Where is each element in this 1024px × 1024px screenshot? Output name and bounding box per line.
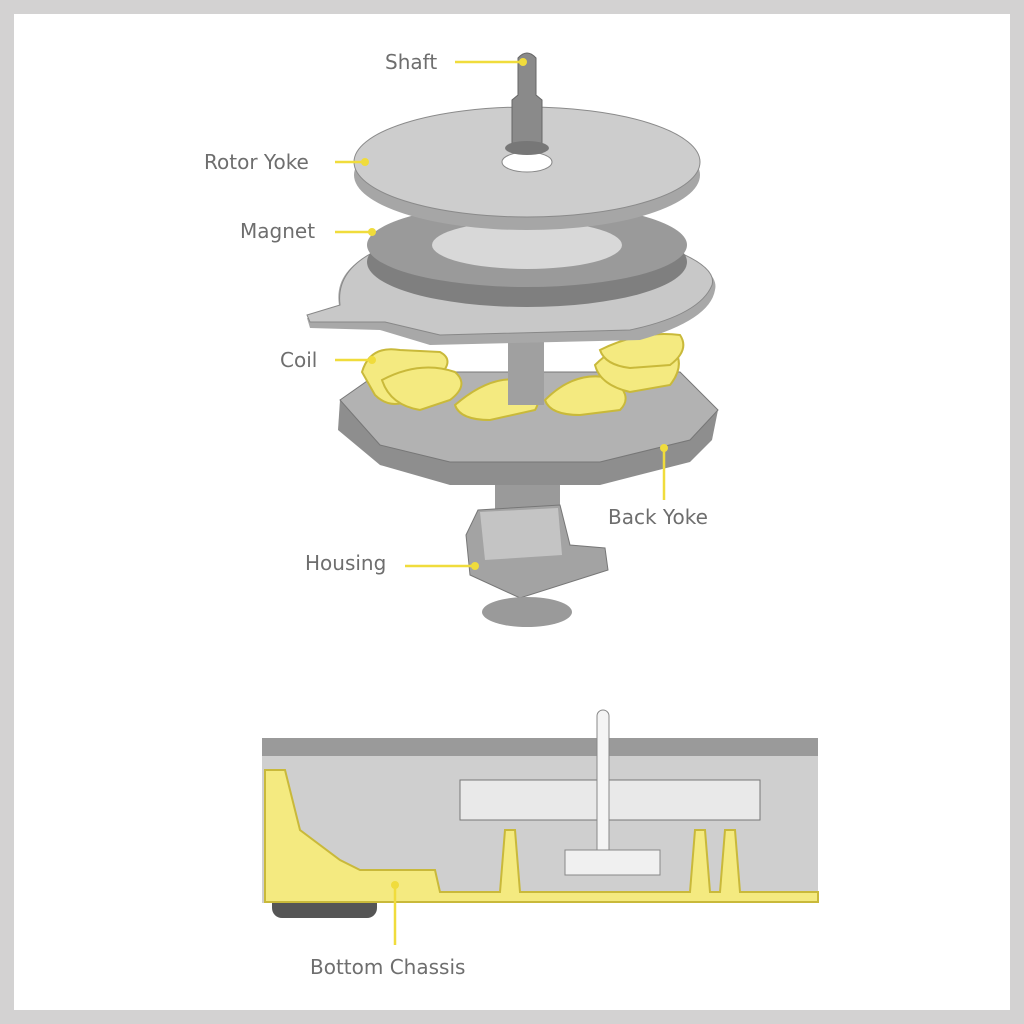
label-housing: Housing [305,551,386,575]
label-coil: Coil [280,348,317,372]
magnet-part [367,203,687,307]
bottom-chassis-part [262,709,819,918]
shaft-part [505,52,549,155]
label-back-yoke: Back Yoke [608,505,708,529]
housing-part [465,485,609,627]
label-rotor-yoke: Rotor Yoke [204,150,309,174]
label-bottom-chassis: Bottom Chassis [310,955,465,979]
label-magnet: Magnet [240,219,315,243]
center-post [508,335,544,405]
label-shaft: Shaft [385,50,437,74]
rotor-yoke-part [353,106,701,230]
